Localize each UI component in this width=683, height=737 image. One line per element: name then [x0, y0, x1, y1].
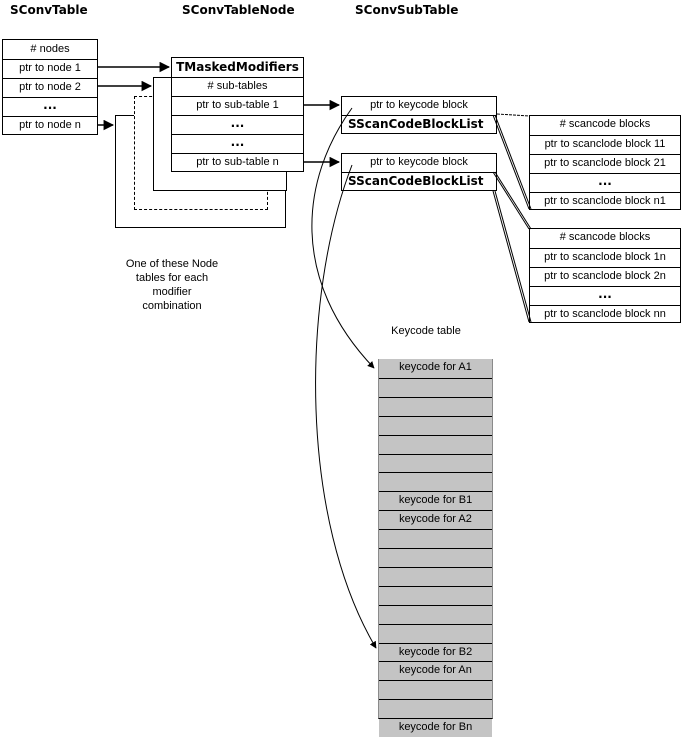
note-line: tables for each	[135, 272, 209, 284]
node-table-row: ptr to sub-table 1	[172, 96, 303, 115]
connectors	[98, 61, 532, 649]
keycode-row: keycode for B2	[379, 642, 492, 662]
sub-table-row: SScanCodeBlockList	[342, 115, 496, 134]
keycode-row	[379, 585, 492, 605]
block-list-row: # scancode blocks	[559, 231, 651, 243]
sconv-sub-table-2: ptr to keycode block SScanCodeBlockList	[341, 153, 497, 191]
keycode-row	[379, 623, 492, 643]
node-table-row: ...	[172, 134, 303, 153]
link-top-1	[496, 113, 530, 117]
keycode-row	[379, 699, 492, 719]
keycode-row	[379, 529, 492, 548]
keycode-row	[379, 434, 492, 454]
keycode-row: keycode for A1	[379, 359, 492, 378]
node-table-row: ...	[172, 115, 303, 134]
scancode-block-list-2: # scancode blocks ptr to scanclode block…	[529, 228, 681, 323]
block-list-row: ptr to scanclode block 1n	[530, 248, 680, 267]
keycode-row	[379, 377, 492, 397]
block-list-row: ptr to scanclode block 11	[530, 135, 680, 154]
keycode-row	[379, 548, 492, 567]
block-list-row: ptr to scanclode block 21	[530, 154, 680, 173]
sconv-table-row: # nodes	[30, 43, 70, 55]
sub-table-row: SScanCodeBlockList	[342, 172, 496, 191]
node-table-row: ptr to sub-table n	[172, 153, 303, 172]
sconv-table-row: ptr to node 2	[3, 78, 97, 97]
keycode-row	[379, 415, 492, 435]
link-bottom-2	[492, 190, 530, 323]
sub-table-row: ptr to keycode block	[370, 99, 468, 111]
keycode-row	[379, 453, 492, 473]
sconv-table: # nodes ptr to node 1 ptr to node 2 ... …	[2, 39, 98, 135]
node-table-row: TMaskedModifiers	[176, 60, 299, 74]
keycode-row	[379, 680, 492, 700]
arrow-keycode-a1	[311, 107, 375, 369]
keycode-row: keycode for A2	[379, 510, 492, 530]
header-sconv-table: SConvTable	[10, 3, 88, 17]
sconv-table-row: ptr to node n	[3, 116, 97, 135]
sconv-sub-table-1: ptr to keycode block SScanCodeBlockList	[341, 96, 497, 134]
note-line: One of these Node	[125, 258, 219, 270]
block-list-row: ...	[530, 286, 680, 305]
node-table-row: # sub-tables	[172, 77, 303, 96]
header-sconv-table-node: SConvTableNode	[182, 3, 295, 17]
keycode-row	[379, 396, 492, 416]
keycode-row: keycode for Bn	[379, 718, 492, 737]
sconv-table-node: TMaskedModifiers # sub-tables ptr to sub…	[171, 57, 304, 172]
block-list-row: ptr to scanclode block n1	[530, 192, 680, 211]
sconv-table-row: ptr to node 1	[3, 59, 97, 78]
link-bottom-2b	[494, 190, 532, 323]
note-line: combination	[142, 300, 202, 312]
block-list-row: # scancode blocks	[559, 118, 651, 130]
note-line: modifier	[152, 286, 192, 298]
block-list-row: ptr to scanclode block 2n	[530, 267, 680, 286]
link-bottom-1b	[494, 114, 532, 210]
block-list-row: ...	[530, 173, 680, 192]
keycode-row	[379, 566, 492, 586]
sub-table-row: ptr to keycode block	[370, 156, 468, 168]
link-top-2b	[494, 171, 532, 230]
keycode-row	[379, 472, 492, 492]
keycode-table-title: Keycode table	[391, 325, 461, 337]
scancode-block-list-1: # scancode blocks ptr to scanclode block…	[529, 115, 681, 210]
keycode-row	[379, 604, 492, 624]
header-sconv-sub-table: SConvSubTable	[355, 3, 459, 17]
keycode-row: keycode for An	[379, 661, 492, 681]
sconv-table-row: ...	[3, 97, 97, 116]
arrow-keycode-b2	[315, 164, 377, 649]
block-list-row: ptr to scanclode block nn	[530, 305, 680, 324]
link-bottom-1	[492, 114, 530, 210]
link-top-2	[492, 171, 530, 230]
node-tables-note: One of these Node tables for each modifi…	[112, 257, 232, 313]
keycode-row: keycode for B1	[379, 491, 492, 511]
